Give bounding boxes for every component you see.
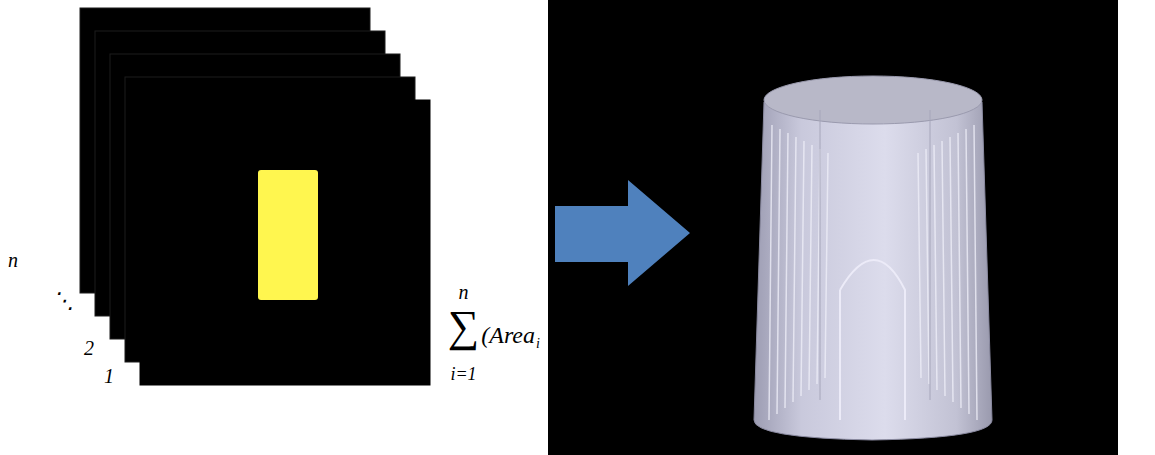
image-slices bbox=[80, 8, 430, 385]
contour-line bbox=[769, 125, 977, 420]
arrow bbox=[555, 180, 690, 286]
contour-line bbox=[777, 129, 969, 414]
contour-line bbox=[817, 149, 929, 384]
sum-symbol: ∑ bbox=[448, 305, 479, 349]
slice bbox=[140, 100, 430, 385]
formula-term: (Area bbox=[481, 323, 535, 347]
slice-index: n bbox=[8, 250, 18, 270]
ellipsis: ⋱ bbox=[52, 290, 74, 312]
segmented-object bbox=[258, 170, 318, 300]
contour-line bbox=[801, 141, 945, 396]
contour-line bbox=[793, 137, 953, 402]
slice-index: 2 bbox=[84, 338, 94, 358]
sum-index: i=1 bbox=[450, 365, 476, 383]
contour-line bbox=[809, 145, 937, 390]
contour-line bbox=[785, 133, 961, 408]
cylinder-model bbox=[754, 76, 992, 440]
slice-index: 1 bbox=[104, 366, 114, 386]
formula-subscript: i bbox=[536, 337, 540, 351]
render-panel bbox=[548, 0, 1118, 455]
sum-limit: n bbox=[459, 282, 469, 302]
